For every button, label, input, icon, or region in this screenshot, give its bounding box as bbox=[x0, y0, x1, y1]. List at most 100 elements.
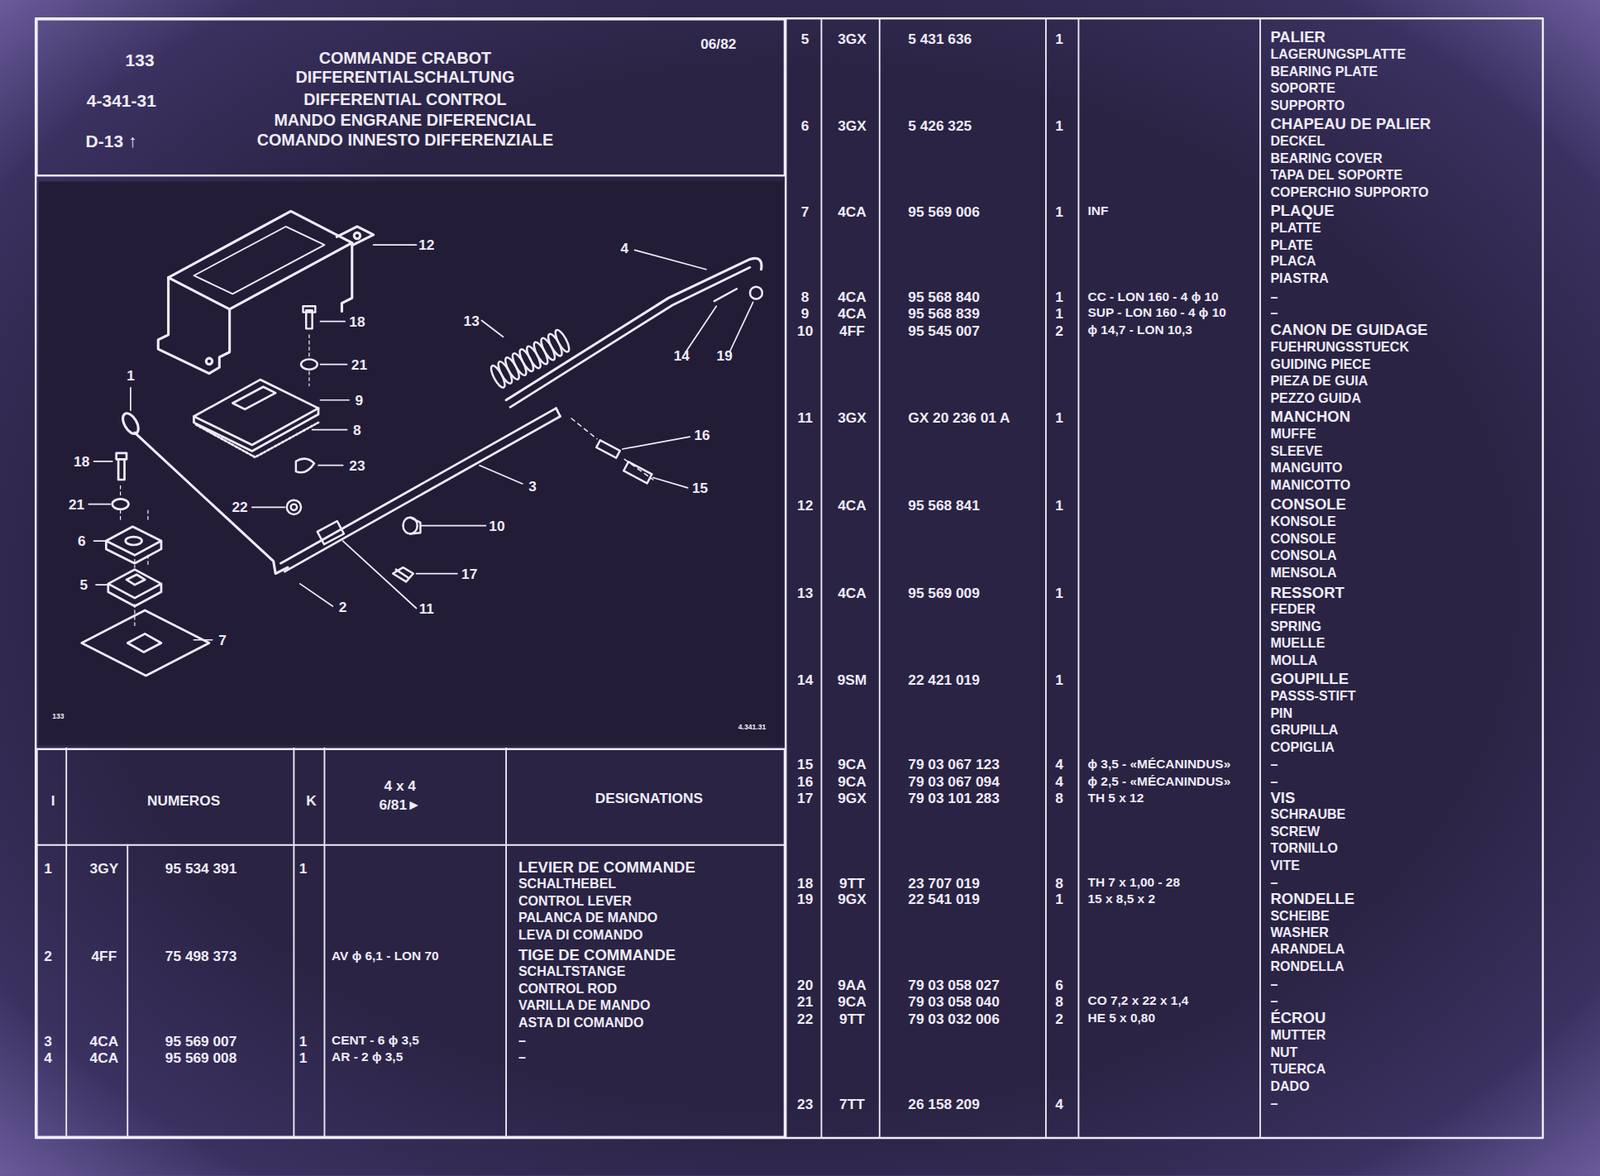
drawing-stroke bbox=[291, 504, 297, 511]
table-cell: 95 568 839 bbox=[907, 305, 980, 320]
callout-number: 17 bbox=[461, 566, 478, 581]
callout-number: 18 bbox=[73, 453, 90, 469]
table-cell: AV ϕ 6,1 - LON 70 bbox=[331, 950, 440, 963]
drawing-stroke bbox=[635, 249, 707, 269]
callout-number: 3 bbox=[528, 478, 537, 493]
table-cell: 1 bbox=[299, 1033, 308, 1048]
drawing-stroke bbox=[112, 498, 129, 509]
drawing-stroke bbox=[714, 288, 737, 301]
table-cell: 12 bbox=[797, 497, 813, 512]
table-cell: 1 bbox=[299, 1050, 308, 1065]
table-cell: 14 bbox=[797, 672, 813, 687]
designation-text: LEVA DI COMANDO bbox=[518, 927, 644, 941]
designation-text: CONTROL LEVER bbox=[518, 893, 632, 908]
drawing-stroke bbox=[120, 485, 135, 628]
drawing-stroke bbox=[421, 525, 487, 527]
table-cell: 15 bbox=[797, 757, 813, 772]
table-cell: HE 5 x 0,80 bbox=[1088, 1012, 1156, 1025]
callout-number: 22 bbox=[231, 500, 248, 515]
designation-text: PASSS-STIFT bbox=[1270, 688, 1356, 703]
drawing-stroke bbox=[556, 408, 561, 417]
table-cell: 95 569 007 bbox=[165, 1033, 237, 1048]
table-cell: 4CA bbox=[837, 497, 867, 512]
designation-text: – bbox=[1270, 774, 1278, 789]
table-cell: 9 bbox=[801, 305, 810, 320]
designation-text: CONSOLA bbox=[1270, 549, 1337, 563]
node-text: D-13 ↑ bbox=[85, 133, 138, 151]
drawing-stroke bbox=[479, 465, 523, 484]
table-cell: 4 bbox=[1055, 757, 1064, 772]
designation-text: PEZZO GUIDA bbox=[1270, 391, 1362, 405]
drawing-stroke bbox=[193, 639, 212, 641]
table-cell: 22 bbox=[797, 1011, 813, 1026]
drawing-stroke bbox=[336, 226, 373, 245]
table-cell: 79 03 067 123 bbox=[907, 757, 999, 772]
designation-text: MUELLE bbox=[1270, 636, 1325, 650]
callout-number: 4 bbox=[620, 240, 629, 255]
designation-text: LAGERUNGSPLATTE bbox=[1270, 47, 1406, 61]
callout-number: 7 bbox=[218, 632, 227, 647]
callout-number: 10 bbox=[488, 518, 505, 533]
designation-text: CANON DE GUIDAGE bbox=[1270, 321, 1428, 338]
table-cell: 13 bbox=[797, 585, 813, 600]
designation-text: TUERCA bbox=[1270, 1061, 1326, 1075]
designation-text: PALANCA DE MANDO bbox=[518, 911, 658, 925]
designation-text: MANCHON bbox=[1270, 408, 1351, 425]
callout-number: 12 bbox=[418, 238, 435, 253]
table-cell: 9CA bbox=[837, 774, 867, 789]
drawing-stroke bbox=[205, 358, 212, 364]
table-cell: ϕ 2,5 - «MÉCANINDUS» bbox=[1088, 775, 1232, 789]
drawing-stroke bbox=[317, 520, 344, 545]
designation-text: FUEHRUNGSSTUECK bbox=[1270, 339, 1409, 354]
drawing-stroke bbox=[286, 500, 301, 515]
callout-number: 15 bbox=[692, 480, 708, 495]
table-cell: 7TT bbox=[839, 1097, 865, 1112]
table-cell: 3 bbox=[43, 1033, 53, 1048]
node-text: 6/81► bbox=[378, 797, 421, 812]
drawing-stroke bbox=[35, 18, 1543, 1138]
drawing-stroke bbox=[510, 267, 750, 407]
node-text: 4 x 4 bbox=[384, 778, 416, 793]
table-cell: 16 bbox=[797, 774, 813, 789]
table-cell: 8 bbox=[1055, 993, 1064, 1008]
callout-number: 16 bbox=[693, 427, 710, 442]
table-cell: 15 x 8,5 x 2 bbox=[1088, 892, 1156, 905]
designation-text: SPRING bbox=[1270, 619, 1322, 633]
drawing-stroke bbox=[749, 286, 763, 300]
drawing-stroke bbox=[1045, 18, 1047, 1138]
drawing-stroke bbox=[35, 844, 786, 846]
drawing-stroke bbox=[320, 363, 347, 366]
drawing-stroke bbox=[195, 422, 319, 458]
callout-number: 8 bbox=[353, 422, 362, 437]
designation-text: BEARING COVER bbox=[1270, 151, 1382, 165]
callout-number: 6 bbox=[77, 533, 86, 548]
table-cell: SUP - LON 160 - 4 ϕ 10 bbox=[1088, 306, 1227, 320]
table-cell: CC - LON 160 - 4 ϕ 10 bbox=[1088, 290, 1219, 303]
node-text: I bbox=[51, 792, 56, 808]
designation-text: PLATTE bbox=[1270, 220, 1321, 235]
node-text: COMANDO INNESTO DIFFERENZIALE bbox=[257, 132, 554, 149]
table-cell: 4 bbox=[1055, 1097, 1064, 1112]
parts-table: INUMEROSK4 x 46/81►DESIGNATIONS bbox=[35, 748, 786, 1138]
designation-text: TAPA DEL SOPORTE bbox=[1270, 167, 1403, 182]
table-cell: 9TT bbox=[839, 1011, 865, 1026]
designation-text: – bbox=[1270, 978, 1278, 992]
drawing-stroke bbox=[134, 432, 288, 574]
designation-text: SCHEIBE bbox=[1270, 908, 1329, 922]
table-cell: 19 bbox=[797, 892, 813, 907]
drawing-stroke bbox=[126, 574, 145, 585]
drawing-stroke bbox=[303, 305, 316, 329]
callout-number: 21 bbox=[351, 357, 368, 372]
drawing-stroke bbox=[94, 460, 113, 463]
designation-text: – bbox=[518, 1034, 526, 1048]
drawing-stroke bbox=[232, 386, 276, 410]
table-cell: 8 bbox=[1055, 875, 1064, 890]
table-cell: 26 158 209 bbox=[907, 1097, 980, 1112]
table-cell: 9AA bbox=[837, 977, 867, 992]
drawing-stroke bbox=[286, 286, 763, 583]
drawing-stroke bbox=[300, 358, 318, 369]
designation-text: DECKEL bbox=[1270, 133, 1325, 148]
designation-text: VITE bbox=[1270, 858, 1300, 872]
table-cell: 95 568 840 bbox=[907, 289, 980, 304]
table-cell: 18 bbox=[797, 875, 813, 890]
